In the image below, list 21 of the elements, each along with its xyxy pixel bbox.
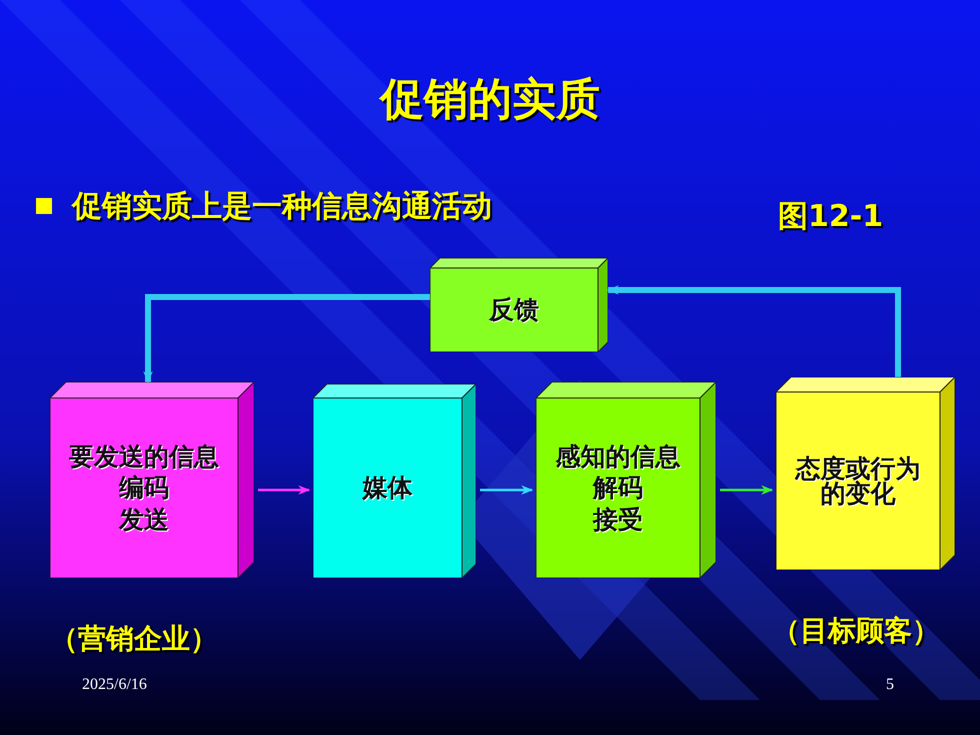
box-text: 接受	[593, 504, 643, 535]
arrow	[143, 294, 430, 384]
node-label: （目标顾客）	[772, 613, 940, 649]
arrow	[480, 485, 534, 495]
arrow	[720, 485, 774, 495]
box-text: 发送	[119, 504, 169, 535]
figure-number: 图12-1	[778, 198, 884, 236]
bullet-text: 促销实质上是一种信息沟通活动	[72, 188, 492, 226]
page-number: 5	[886, 676, 894, 694]
arrow	[258, 485, 310, 495]
box-text: 解码	[593, 472, 643, 504]
box-text: 态度或行为的变化	[794, 456, 922, 506]
box-text: 要发送的信息	[69, 441, 219, 472]
box-text: 媒体	[362, 472, 412, 504]
box-text: 编码	[119, 472, 169, 504]
node-label: （营销企业）	[50, 621, 218, 657]
box-text: 感知的信息	[556, 441, 680, 472]
title: 促销的实质	[378, 73, 601, 127]
box-text: 反馈	[489, 294, 539, 326]
date: 2025/6/16	[82, 676, 147, 694]
arrow	[606, 285, 901, 377]
